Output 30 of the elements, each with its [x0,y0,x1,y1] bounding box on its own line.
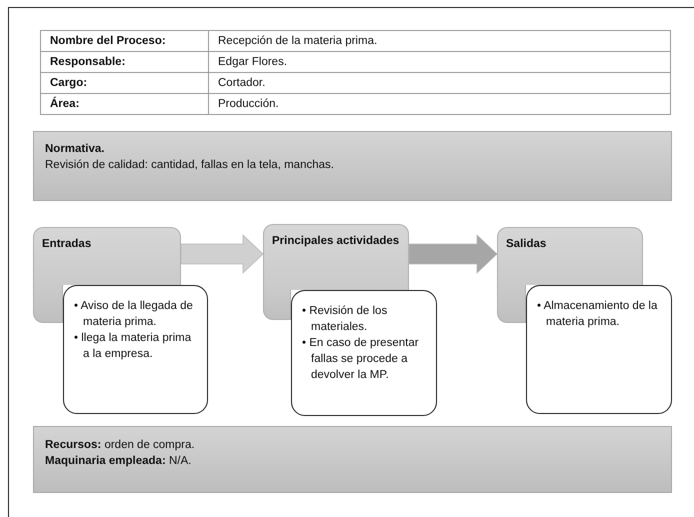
field-label: Nombre del Proceso: [41,31,209,52]
stage-title: Entradas [42,237,92,252]
bullet-card [291,290,437,416]
panel-text: Recursos: orden de compra. [45,438,196,453]
block-arrow [408,234,498,274]
panel-text: Revisión de calidad: cantidad, fallas en la tela, manchas. [45,158,335,173]
bullet-item: • Aviso de la llegada de materia prima. [74,299,194,330]
block-arrow [180,234,264,274]
field-value: Recepción de la materia prima. [209,31,671,52]
note-panel [33,131,672,201]
field-value: Edgar Flores. [209,52,671,73]
stage-box [497,227,643,285]
bullet-card [63,285,208,414]
stage-title: Principales actividades [272,234,400,249]
field-label: Responsable: [41,52,209,73]
panel-text: Maquinaria empleada: N/A. [45,454,192,469]
panel-heading: Normativa. [45,142,106,157]
stage-title: Salidas [506,237,548,252]
bullet-item: • Revisión de los materiales. [302,304,388,335]
bullet-card [526,285,672,414]
stage-box [263,224,409,290]
bullet-item: • En caso de presentar fallas se procede a devolver la MP. [302,336,420,383]
field-label: Cargo: [41,73,209,94]
field-value: Producción. [209,94,671,115]
field-value: Cortador. [209,73,671,94]
stage-box [33,227,181,285]
bullet-item: • llega la materia prima a la empresa. [74,331,192,362]
bullet-item: • Almacenamiento de la materia prima. [537,299,658,330]
note-panel [33,426,672,493]
field-label: Área: [41,94,209,115]
